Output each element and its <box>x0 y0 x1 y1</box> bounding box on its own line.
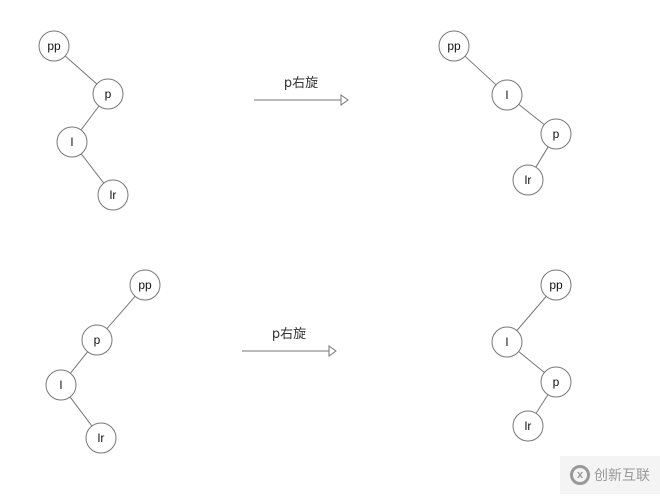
node-label: pp <box>549 278 563 292</box>
node-circle <box>540 366 572 398</box>
tree-node-lr: lr <box>97 179 129 211</box>
tree-edge <box>535 146 549 168</box>
node-label: lr <box>525 173 532 187</box>
node-label: p <box>553 127 560 141</box>
node-circle <box>56 126 88 158</box>
node-circle <box>491 326 523 358</box>
node-circle <box>97 179 129 211</box>
node-label: l <box>71 135 74 149</box>
node-circle <box>81 324 113 356</box>
node-label: l <box>60 378 63 392</box>
node-circle <box>38 30 70 62</box>
node-label: p <box>94 333 101 347</box>
node-circle <box>438 30 470 62</box>
tree-edge <box>535 394 549 414</box>
tree-node-lr: lr <box>85 422 117 454</box>
node-circle <box>491 79 523 111</box>
node-label: lr <box>110 188 117 202</box>
node-circle <box>540 118 572 150</box>
node-circle <box>129 269 161 301</box>
tree-edge <box>69 351 89 374</box>
watermark-text: 创新互联 <box>594 468 650 484</box>
arrow-label: p右旋 <box>284 76 318 91</box>
tree-node-l: l <box>56 126 88 158</box>
rotation-arrow-1: p右旋 <box>254 76 349 106</box>
tree-edge <box>69 396 93 427</box>
tree-edge <box>518 103 545 126</box>
node-circle <box>85 422 117 454</box>
tree-node-lr: lr <box>512 164 544 196</box>
arrow-head-icon <box>340 94 349 106</box>
tree-node-p: p <box>540 118 572 150</box>
tree-node-p: p <box>81 324 113 356</box>
node-circle <box>92 78 124 110</box>
tree-edge <box>80 153 105 184</box>
node-label: pp <box>447 39 461 53</box>
tree-node-l: l <box>491 79 523 111</box>
node-circle <box>512 164 544 196</box>
watermark: x 创新互联 <box>560 456 660 494</box>
watermark-logo-icon: x <box>570 465 590 485</box>
tree-node-pp: pp <box>540 269 572 301</box>
tree-edge <box>106 295 136 330</box>
node-label: pp <box>47 39 61 53</box>
tree-node-p: p <box>92 78 124 110</box>
tree-node-pp: pp <box>129 269 161 301</box>
node-label: l <box>506 335 509 349</box>
tree-node-p: p <box>540 366 572 398</box>
node-label: pp <box>138 278 152 292</box>
tree-after-2: pp l p lr <box>491 269 572 442</box>
tree-node-pp: pp <box>438 30 470 62</box>
tree-node-lr: lr <box>512 410 544 442</box>
tree-node-pp: pp <box>38 30 70 62</box>
node-label: p <box>105 87 112 101</box>
node-label: l <box>506 88 509 102</box>
tree-node-l: l <box>491 326 523 358</box>
tree-edge <box>80 105 100 131</box>
node-circle <box>45 369 77 401</box>
tree-edge <box>464 55 497 86</box>
tree-after-1: pp l p lr <box>438 30 572 196</box>
node-label: lr <box>525 419 532 433</box>
node-circle <box>512 410 544 442</box>
tree-edge <box>516 296 547 331</box>
tree-edge <box>64 55 98 85</box>
arrow-label: p右旋 <box>272 327 306 342</box>
arrow-head-icon <box>328 345 337 357</box>
node-label: p <box>553 375 560 389</box>
rotation-arrow-2: p右旋 <box>242 327 337 357</box>
tree-edge <box>518 351 545 373</box>
node-label: lr <box>98 431 105 445</box>
tree-node-l: l <box>45 369 77 401</box>
node-circle <box>540 269 572 301</box>
